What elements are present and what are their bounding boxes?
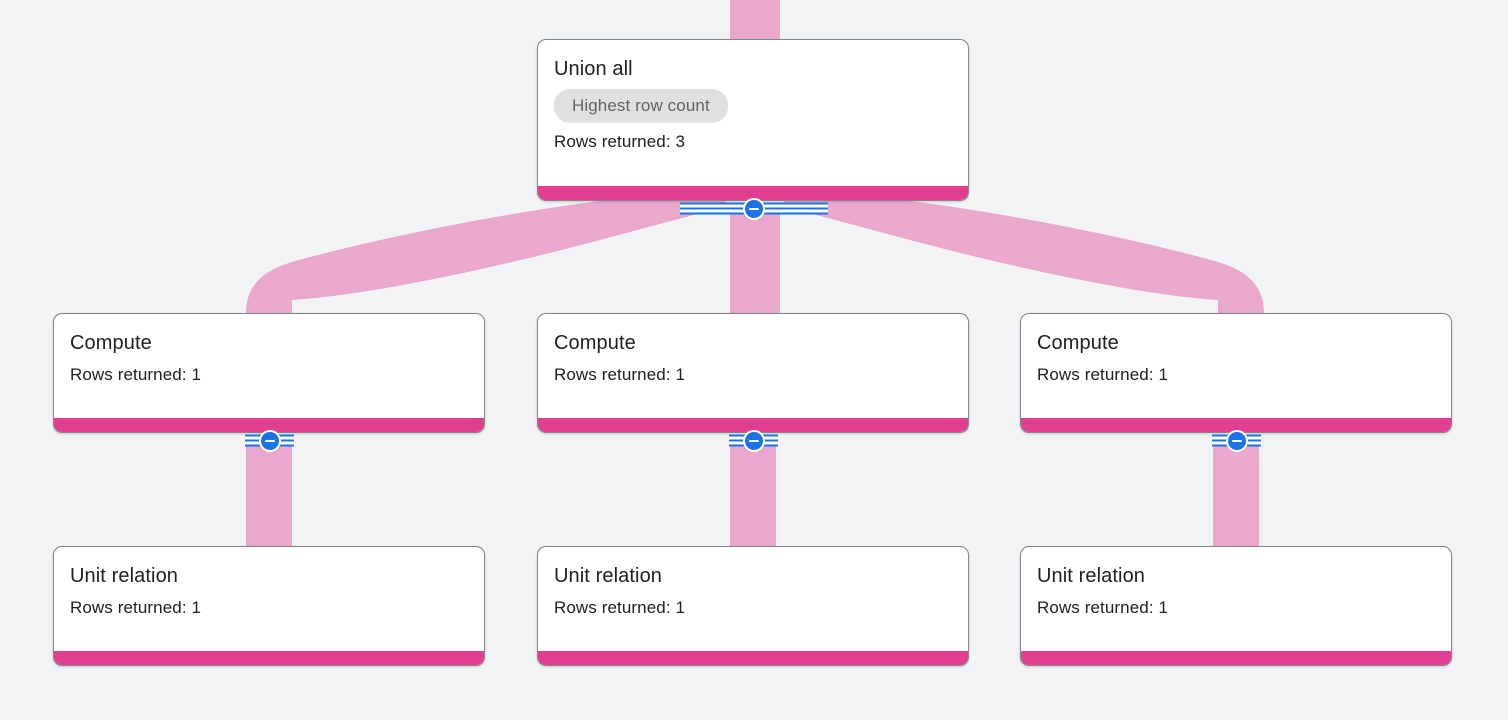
node-content: Unit relation Rows returned: 1 bbox=[54, 547, 484, 619]
plan-node-compute-3[interactable]: Compute Rows returned: 1 bbox=[1020, 313, 1452, 433]
node-title: Compute bbox=[554, 332, 636, 354]
plan-node-compute-2[interactable]: Compute Rows returned: 1 bbox=[537, 313, 969, 433]
collapse-toggle-compute-3[interactable] bbox=[1212, 430, 1261, 452]
node-accent-footer bbox=[1021, 418, 1451, 432]
node-title: Unit relation bbox=[554, 565, 663, 587]
collapse-toggle-compute-1[interactable] bbox=[245, 430, 294, 452]
status-badge: Highest row count bbox=[554, 89, 728, 123]
minus-circle-icon bbox=[743, 198, 765, 220]
rows-returned-label: Rows returned: 1 bbox=[70, 598, 202, 617]
node-content: Unit relation Rows returned: 1 bbox=[1021, 547, 1451, 619]
minus-circle-icon bbox=[1225, 430, 1248, 452]
node-content: Union all Highest row count Rows returne… bbox=[538, 40, 968, 153]
node-accent-footer bbox=[54, 651, 484, 665]
node-title: Compute bbox=[70, 332, 152, 354]
edge-union-all-compute-3 bbox=[784, 192, 1264, 325]
node-title: Union all bbox=[554, 58, 633, 80]
node-accent-footer bbox=[538, 186, 968, 200]
node-accent-footer bbox=[538, 418, 968, 432]
edge-compute-1-unit-relation-1 bbox=[246, 439, 292, 546]
rows-returned-label: Rows returned: 1 bbox=[1037, 598, 1169, 617]
node-content: Unit relation Rows returned: 1 bbox=[538, 547, 968, 619]
rows-returned-label: Rows returned: 1 bbox=[554, 365, 686, 384]
collapse-toggle-compute-2[interactable] bbox=[729, 430, 778, 452]
plan-node-unit-relation-3[interactable]: Unit relation Rows returned: 1 bbox=[1020, 546, 1452, 666]
edge-union-all-compute-2 bbox=[730, 207, 780, 325]
rows-returned-label: Rows returned: 3 bbox=[554, 132, 686, 151]
edge-compute-2-unit-relation-2 bbox=[730, 439, 776, 546]
badge-row: Highest row count bbox=[554, 89, 952, 123]
plan-node-compute-1[interactable]: Compute Rows returned: 1 bbox=[53, 313, 485, 433]
collapse-toggle-union-all[interactable] bbox=[680, 198, 828, 220]
minus-circle-icon bbox=[258, 430, 281, 452]
edge-union-all-compute-1 bbox=[246, 192, 726, 325]
plan-node-union-all[interactable]: Union all Highest row count Rows returne… bbox=[537, 39, 969, 201]
rows-returned-label: Rows returned: 1 bbox=[70, 365, 202, 384]
node-title: Unit relation bbox=[1037, 565, 1146, 587]
node-content: Compute Rows returned: 1 bbox=[538, 314, 968, 386]
rows-returned-label: Rows returned: 1 bbox=[554, 598, 686, 617]
rows-returned-label: Rows returned: 1 bbox=[1037, 365, 1169, 384]
minus-circle-icon bbox=[742, 430, 765, 452]
node-accent-footer bbox=[54, 418, 484, 432]
node-accent-footer bbox=[538, 651, 968, 665]
node-title: Unit relation bbox=[70, 565, 179, 587]
node-content: Compute Rows returned: 1 bbox=[54, 314, 484, 386]
plan-node-unit-relation-2[interactable]: Unit relation Rows returned: 1 bbox=[537, 546, 969, 666]
node-accent-footer bbox=[1021, 651, 1451, 665]
edge-compute-3-unit-relation-3 bbox=[1213, 439, 1259, 546]
node-content: Compute Rows returned: 1 bbox=[1021, 314, 1451, 386]
plan-node-unit-relation-1[interactable]: Unit relation Rows returned: 1 bbox=[53, 546, 485, 666]
node-title: Compute bbox=[1037, 332, 1119, 354]
edge-incoming-union-all bbox=[730, 0, 780, 39]
